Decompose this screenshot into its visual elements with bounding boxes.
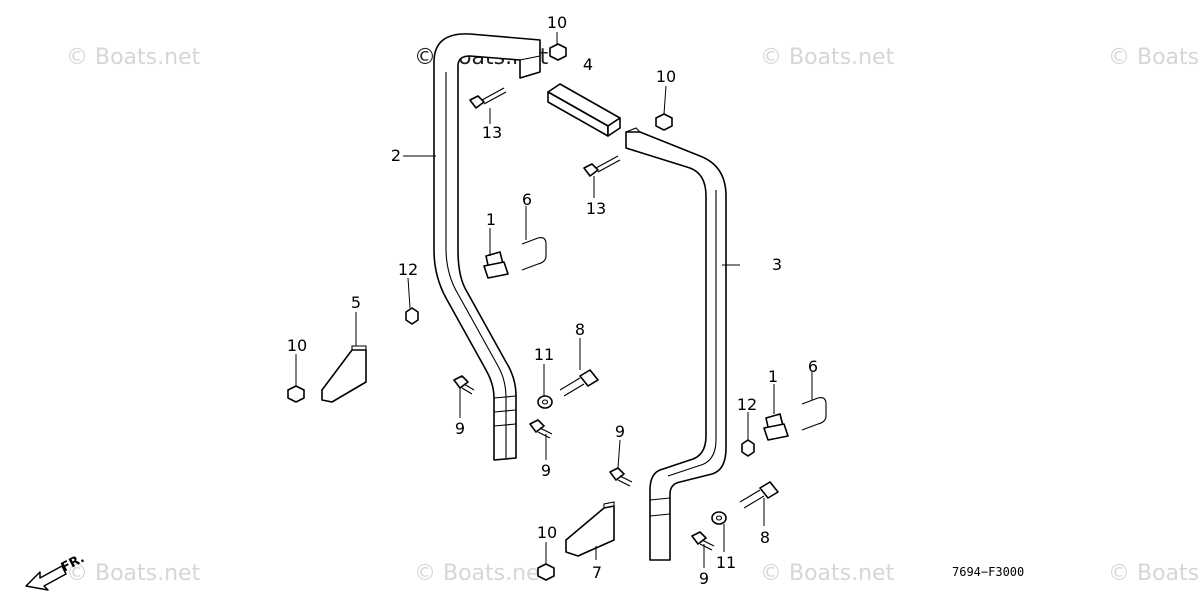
part-13-bolt xyxy=(469,87,507,109)
leader-lines xyxy=(295,32,813,568)
part-1-clip xyxy=(763,413,789,441)
callout-1: 1 xyxy=(768,367,778,386)
callout-8: 8 xyxy=(760,528,770,547)
callout-6: 6 xyxy=(522,190,532,209)
callout-6: 6 xyxy=(808,357,818,376)
part-10-nut xyxy=(549,43,567,61)
watermark: © Boats.net xyxy=(66,45,201,70)
part-10-nut xyxy=(655,113,673,131)
callout-1: 1 xyxy=(486,210,496,229)
part-11-washer xyxy=(537,395,553,409)
part-12-nut xyxy=(741,439,755,457)
part-13-bolt xyxy=(583,155,621,177)
part-4-connector-bar xyxy=(547,83,621,137)
part-9-bolt xyxy=(691,531,715,551)
part-12-nut xyxy=(405,307,419,325)
callout-10: 10 xyxy=(656,67,676,86)
part-5-left-bracket xyxy=(321,345,367,403)
callout-8: 8 xyxy=(575,320,585,339)
callout-4: 4 xyxy=(583,55,593,74)
part-8-bolt xyxy=(739,481,779,509)
part-10-nut xyxy=(537,563,555,581)
watermark: © Boats.net xyxy=(66,561,201,586)
callout-12: 12 xyxy=(737,395,757,414)
part-9-bolt xyxy=(609,467,633,487)
watermark: © Boats.net xyxy=(760,561,895,586)
part-10-nut xyxy=(287,385,305,403)
part-11-washer xyxy=(711,511,727,525)
part-3-right-handle xyxy=(625,127,727,561)
callout-10: 10 xyxy=(537,523,557,542)
callout-10: 10 xyxy=(287,336,307,355)
callout-5: 5 xyxy=(351,293,361,312)
part-8-bolt xyxy=(559,369,599,397)
watermark: © Boats.net xyxy=(414,561,549,586)
callout-9: 9 xyxy=(455,419,465,438)
callout-9: 9 xyxy=(615,422,625,441)
callout-11: 11 xyxy=(534,345,554,364)
part-1-clip xyxy=(483,251,509,279)
part-7-bottom-bracket xyxy=(565,501,615,557)
callout-9: 9 xyxy=(699,569,709,588)
diagram-part-code: 7694−F3000 xyxy=(952,565,1024,579)
watermark: © Boats.net xyxy=(1108,45,1200,70)
callout-12: 12 xyxy=(398,260,418,279)
part-9-bolt xyxy=(453,375,475,395)
callout-13: 13 xyxy=(482,123,502,142)
watermark: © Boats.net xyxy=(760,45,895,70)
callout-9: 9 xyxy=(541,461,551,480)
front-arrow-icon xyxy=(25,565,67,591)
callout-2: 2 xyxy=(391,146,401,165)
callout-7: 7 xyxy=(592,563,602,582)
watermark: © Boats.net xyxy=(1108,561,1200,586)
callout-11: 11 xyxy=(716,553,736,572)
part-2-left-handle xyxy=(433,33,541,461)
part-6-u-clip xyxy=(801,397,827,431)
callout-13: 13 xyxy=(586,199,606,218)
callout-3: 3 xyxy=(772,255,782,274)
callout-10: 10 xyxy=(547,13,567,32)
watermark-layer: © Boats.net © Boats.net © Boats.net © Bo… xyxy=(66,45,1200,586)
part-9-bolt xyxy=(529,419,553,439)
callout-labels: 2 3 4 1 1 6 6 5 7 8 8 11 11 12 12 13 13 … xyxy=(287,13,818,588)
part-6-u-clip xyxy=(521,237,547,271)
